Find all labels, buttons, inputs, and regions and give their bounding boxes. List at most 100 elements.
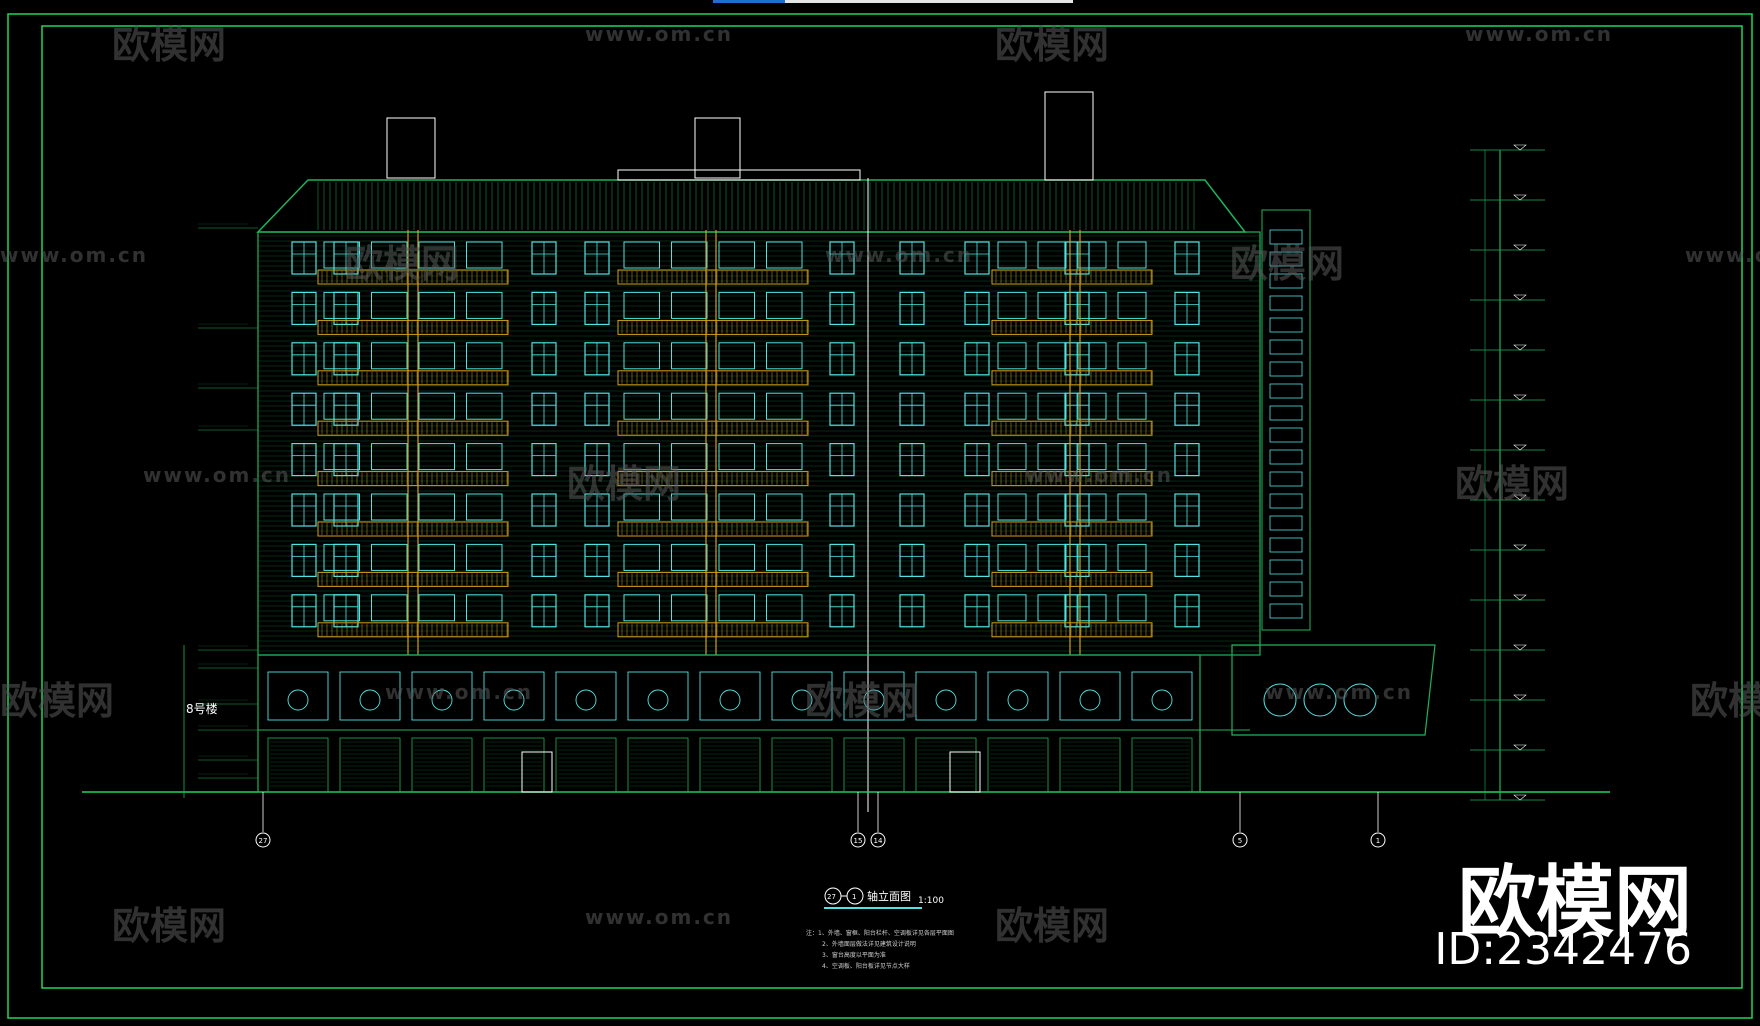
entrance-door (521, 751, 553, 793)
axis-label: 27 (259, 837, 268, 845)
shutter (411, 737, 473, 793)
balcony-window (1077, 443, 1107, 471)
balcony-window (718, 392, 755, 420)
axis-circle (1370, 832, 1386, 848)
left-annotations (183, 223, 258, 798)
balcony-window (766, 291, 803, 319)
building-label: 8号楼 (186, 701, 218, 716)
outer-frame (7, 13, 1753, 1019)
balcony-window (718, 594, 755, 622)
balcony-window (623, 594, 660, 622)
level-marker (1513, 294, 1527, 301)
roof-parapet (617, 169, 861, 181)
balcony-window (671, 241, 708, 269)
balcony-window (1037, 443, 1067, 471)
axis-label: 15 (854, 837, 863, 845)
level-marker (1513, 544, 1527, 551)
balcony-window (997, 392, 1027, 420)
balcony-window (671, 493, 708, 521)
balcony-window (418, 241, 455, 269)
balcony-window (466, 594, 503, 622)
axis-circle (850, 832, 866, 848)
balcony-window (997, 594, 1027, 622)
stair-window (1269, 361, 1303, 377)
watermark-brand: 欧模网 (995, 904, 1110, 948)
balcony-window (671, 342, 708, 370)
stair-window (1269, 493, 1303, 509)
balcony-window (623, 392, 660, 420)
shutter (339, 737, 401, 793)
balcony-window (371, 342, 408, 370)
balcony-window (671, 594, 708, 622)
balcony-window (323, 543, 360, 571)
balcony-rail (617, 471, 809, 487)
balcony-rail (317, 319, 509, 335)
balcony-window (997, 241, 1027, 269)
balcony-window (671, 291, 708, 319)
balcony-rail (991, 471, 1153, 487)
annex-round-window (1303, 683, 1337, 717)
balcony-window (323, 443, 360, 471)
balcony-window (1077, 291, 1107, 319)
balcony-window (718, 342, 755, 370)
shop-round-window (719, 689, 741, 711)
balcony-window (1037, 291, 1067, 319)
balcony-window (1117, 594, 1147, 622)
shop-round-window (935, 689, 957, 711)
model-id: ID:2342476 (1434, 924, 1692, 975)
shop-window (699, 671, 761, 721)
shop-round-window (863, 689, 885, 711)
shutter (1059, 737, 1121, 793)
level-marker (1513, 594, 1527, 601)
balcony-window (766, 443, 803, 471)
watermark-url: www.om.cn (385, 680, 534, 704)
shop-round-window (1151, 689, 1173, 711)
shutter (915, 737, 977, 793)
tab-progress-active (713, 0, 785, 3)
balcony-window (1117, 493, 1147, 521)
building-facade (256, 91, 1436, 812)
balcony-window (766, 342, 803, 370)
drawing-notes: 注：1、外墙、窗框、阳台栏杆、空调板详见各层平面图 2、外墙面层做法详见建筑设计… (806, 929, 954, 970)
shop-round-window (287, 689, 309, 711)
balcony-window (766, 392, 803, 420)
balcony-window (466, 291, 503, 319)
stair-window (1269, 449, 1303, 465)
title-axis-start: 27 (827, 893, 836, 901)
balcony-window (466, 241, 503, 269)
balcony-window (418, 594, 455, 622)
balcony-window (671, 392, 708, 420)
balcony-window (997, 291, 1027, 319)
stair-window (1269, 515, 1303, 531)
annex-canopy (1231, 644, 1436, 736)
watermark-url: www.om.cn (1025, 463, 1174, 487)
balcony-window (323, 291, 360, 319)
shutter (1131, 737, 1193, 793)
stair-window (1269, 559, 1303, 575)
balcony-window (371, 291, 408, 319)
watermark-url: www.om.cn (0, 243, 149, 267)
shutter (627, 737, 689, 793)
watermark-url: www.om.cn (1265, 680, 1414, 704)
balcony-window (766, 594, 803, 622)
balcony-rail (317, 622, 509, 638)
balcony-window (323, 241, 360, 269)
stair-window (1269, 603, 1303, 619)
shop-window (915, 671, 977, 721)
balcony-window (1077, 493, 1107, 521)
balcony-window (418, 392, 455, 420)
balcony-window (1117, 342, 1147, 370)
balcony-window (323, 392, 360, 420)
balcony-rail (991, 319, 1153, 335)
balcony-window (466, 392, 503, 420)
level-marker (1513, 694, 1527, 701)
shutter (843, 737, 905, 793)
balcony-window (466, 493, 503, 521)
balcony-rail (617, 571, 809, 587)
shop-round-window (503, 689, 525, 711)
balcony-window (718, 443, 755, 471)
balcony-window (1037, 241, 1067, 269)
balcony-window (623, 543, 660, 571)
axis-circle (870, 832, 886, 848)
